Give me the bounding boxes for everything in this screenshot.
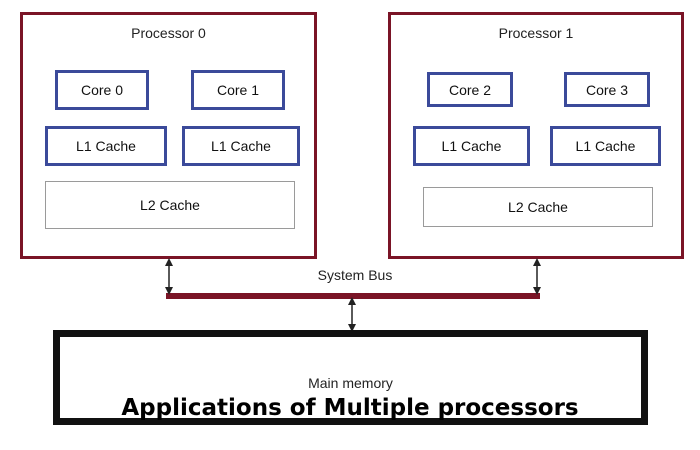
caption-title: Applications of Multiple processors <box>121 395 579 421</box>
l1-cache-box-p0-right: L1 Cache <box>182 126 300 166</box>
system-bus-line <box>166 293 540 299</box>
core-1-box: Core 1 <box>191 70 285 110</box>
core-3-box: Core 3 <box>564 72 650 107</box>
l2-cache-box-p1: L2 Cache <box>423 187 653 227</box>
l1-cache-box-p1-left: L1 Cache <box>413 126 530 166</box>
processor-0-box: Processor 0 Core 0 Core 1 L1 Cache L1 Ca… <box>20 12 317 259</box>
l2-cache-box-p0: L2 Cache <box>45 181 295 229</box>
core-0-box: Core 0 <box>55 70 149 110</box>
l1-cache-box-p1-right: L1 Cache <box>550 126 661 166</box>
processor-1-box: Processor 1 Core 2 Core 3 L1 Cache L1 Ca… <box>388 12 684 259</box>
main-memory-box: Main memory <box>53 330 648 425</box>
processor-1-title: Processor 1 <box>498 25 574 41</box>
l1-cache-box-p0-left: L1 Cache <box>45 126 167 166</box>
main-memory-label: Main memory <box>308 375 393 391</box>
system-bus-label: System Bus <box>317 267 393 283</box>
core-2-box: Core 2 <box>427 72 513 107</box>
processor-0-title: Processor 0 <box>131 25 206 41</box>
